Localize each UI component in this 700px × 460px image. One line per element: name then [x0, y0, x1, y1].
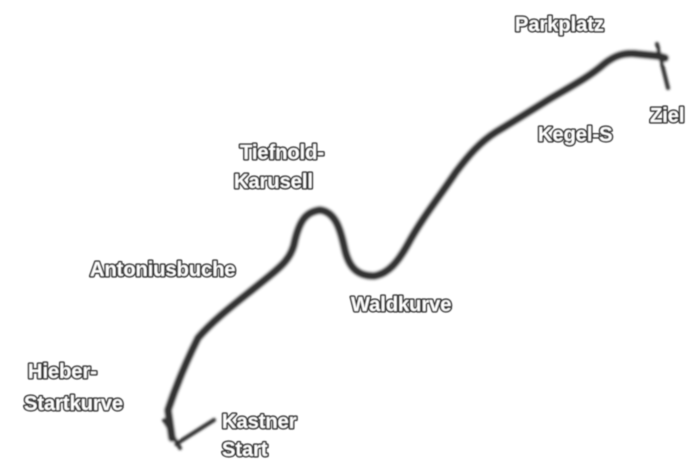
start-marker	[162, 418, 182, 450]
start-spur	[174, 418, 216, 446]
label-hieber-line2: Startkurve	[24, 393, 123, 415]
label-antoniusbuche: Antoniusbuche	[90, 259, 236, 281]
label-waldkurve: Waldkurve	[351, 294, 451, 316]
label-tiefnold-line1: Tiefnold-	[240, 142, 324, 164]
route-halo	[161, 47, 672, 445]
route-path	[164, 49, 669, 442]
label-ziel: Ziel	[650, 105, 684, 127]
finish-marker	[655, 42, 670, 90]
label-kegel-s: Kegel-S	[538, 124, 612, 146]
label-tiefnold-line2: Karusell	[234, 171, 313, 193]
label-parkplatz: Parkplatz	[515, 14, 604, 36]
label-kastner-line2: Start	[222, 439, 268, 460]
label-hieber-line1: Hieber-	[28, 361, 97, 383]
label-kastner-line1: Kastner	[222, 411, 297, 433]
